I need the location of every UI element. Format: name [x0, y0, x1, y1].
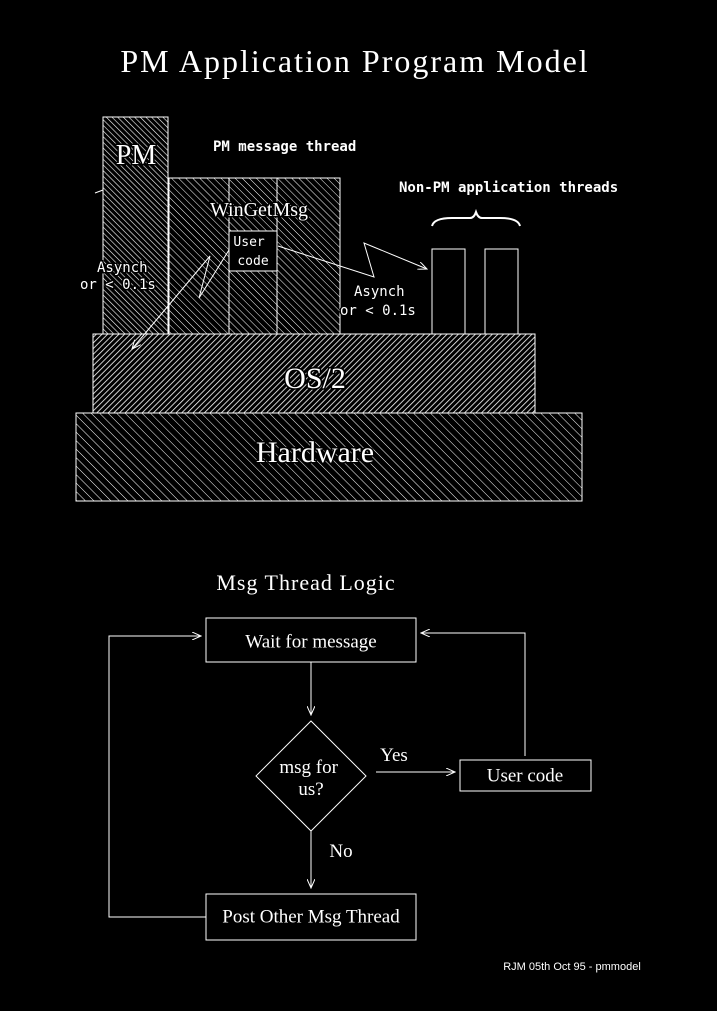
page-title: PM Application Program Model: [120, 43, 589, 79]
os2-label: OS/2: [284, 362, 346, 395]
user-code-box-text: User code: [233, 235, 272, 269]
decision-line-2: us?: [298, 779, 323, 800]
asynch-left-sub: or < 0.1s: [80, 277, 156, 293]
hardware-label: Hardware: [256, 436, 374, 469]
threads-brace: [431, 208, 521, 227]
wait-for-message-text: Wait for message: [245, 631, 376, 652]
footer-credit: RJM 05th Oct 95 - pmmodel: [503, 961, 641, 973]
flow-title: Msg Thread Logic: [216, 570, 395, 595]
decision-line-1: msg for: [279, 757, 338, 778]
wingetmsg-label: WinGetMsg: [210, 199, 308, 221]
asynch-right-label: Asynch: [354, 284, 405, 300]
user-code-flow-box: [459, 759, 592, 792]
os2-layer: [92, 333, 536, 414]
architecture-model: Hardware OS/2 PM WinGetMsg User code PM …: [75, 116, 618, 502]
non-pm-label: Non-PM application threads: [399, 180, 618, 196]
user-code-flow-text: User code: [487, 765, 564, 786]
asynch-left-arrow: [132, 249, 230, 349]
yes-label: Yes: [380, 745, 408, 766]
no-label: No: [329, 841, 352, 862]
user-code-line-2: code: [237, 254, 268, 269]
hardware-layer: [75, 412, 583, 502]
pm-label: PM: [116, 140, 157, 171]
non-pm-thread-1: [431, 248, 466, 335]
pm-column: [102, 116, 169, 335]
pm-thread-label: PM message thread: [213, 139, 356, 155]
arrow-post-return: [108, 636, 206, 918]
arrow-usercode-return: [421, 633, 526, 756]
non-pm-thread-2: [484, 248, 519, 335]
asynch-right-sub: or < 0.1s: [340, 303, 416, 319]
decision-text: msg for us?: [279, 757, 342, 800]
post-other-text: Post Other Msg Thread: [222, 906, 400, 927]
user-code-box: [228, 230, 278, 272]
flowchart: Msg Thread Logic Wait for message msg fo…: [108, 570, 592, 941]
asynch-left-label: Asynch: [97, 260, 148, 276]
user-code-line-1: User: [233, 235, 264, 250]
pm-tick-mark: [94, 189, 104, 194]
asynch-right-arrow: [277, 242, 427, 278]
